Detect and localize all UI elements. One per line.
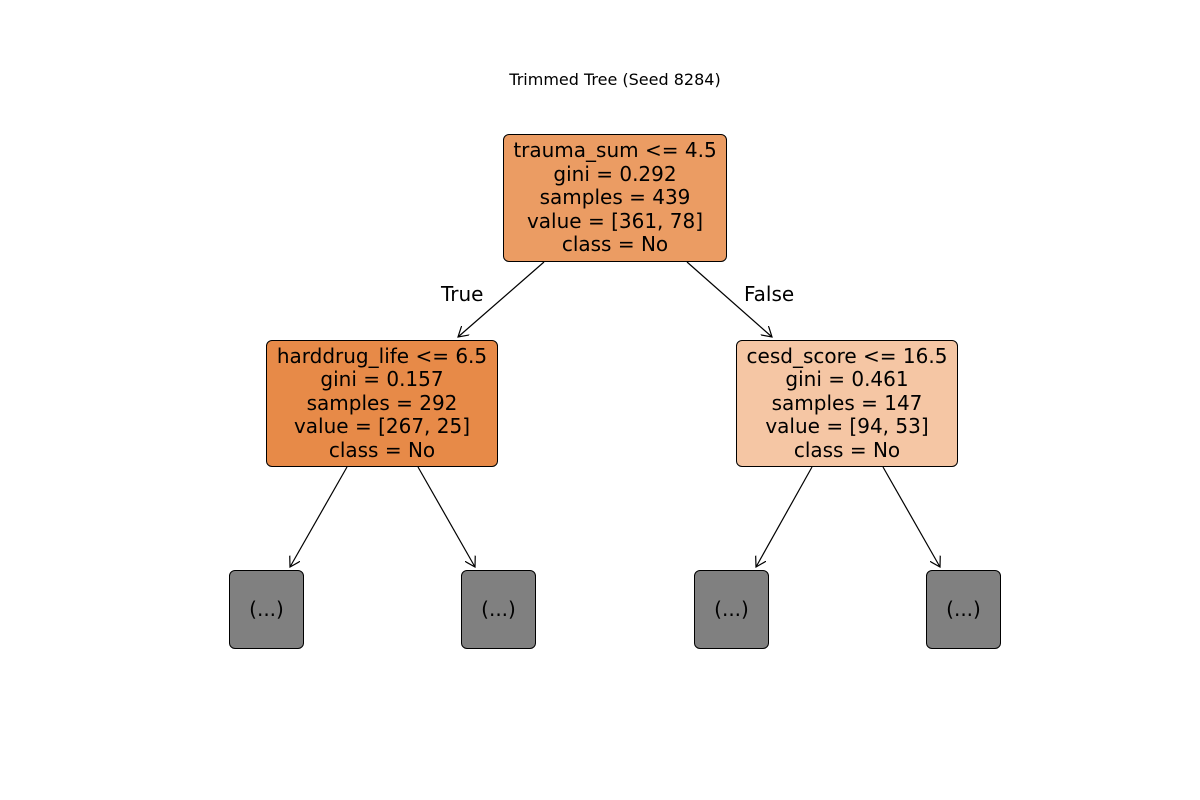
edge-right-leaf4 (882, 466, 940, 567)
edge-right-leaf3 (756, 466, 813, 567)
edge-left-leaf1 (290, 466, 348, 567)
truncated-node-4-label: (...) (946, 596, 981, 621)
right-samples: samples = 147 (771, 390, 923, 415)
left-node: harddrug_life <= 6.5 gini = 0.157 sample… (266, 340, 498, 467)
truncated-node-2-label: (...) (481, 596, 516, 621)
root-samples: samples = 439 (539, 185, 691, 210)
right-value: value = [94, 53] (765, 414, 929, 439)
left-gini: gini = 0.157 (320, 367, 444, 392)
truncated-node-1-label: (...) (249, 596, 284, 621)
left-class: class = No (328, 437, 436, 462)
left-value: value = [267, 25] (293, 414, 471, 439)
truncated-node-4: (...) (926, 570, 1001, 649)
diagram-title: Trimmed Tree (Seed 8284) (509, 70, 721, 89)
truncated-node-2: (...) (461, 570, 536, 649)
right-gini: gini = 0.461 (785, 367, 909, 392)
edge-root-right (686, 261, 772, 337)
left-condition: harddrug_life <= 6.5 (276, 343, 488, 368)
right-class: class = No (793, 437, 901, 462)
edge-root-left (458, 261, 545, 337)
root-value: value = [361, 78] (526, 208, 704, 233)
root-class: class = No (561, 232, 669, 257)
truncated-node-3: (...) (694, 570, 769, 649)
edge-label-false: False (744, 282, 795, 306)
truncated-node-1: (...) (229, 570, 304, 649)
right-node: cesd_score <= 16.5 gini = 0.461 samples … (736, 340, 958, 467)
right-condition: cesd_score <= 16.5 (746, 343, 948, 368)
root-node: trauma_sum <= 4.5 gini = 0.292 samples =… (503, 134, 727, 262)
edge-left-leaf2 (417, 466, 475, 567)
truncated-node-3-label: (...) (714, 596, 749, 621)
root-gini: gini = 0.292 (553, 161, 677, 186)
root-condition: trauma_sum <= 4.5 (513, 138, 717, 163)
left-samples: samples = 292 (306, 390, 458, 415)
edge-label-true: True (441, 282, 484, 306)
